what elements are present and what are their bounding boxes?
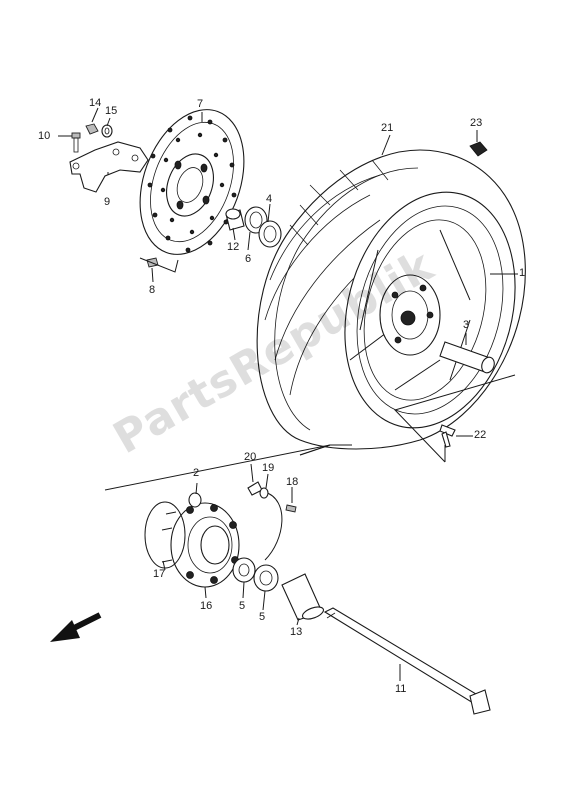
part-label-12: 12 [227, 241, 240, 253]
part-label-23: 23 [470, 117, 483, 129]
bracket-nut [85, 123, 99, 135]
screw [285, 504, 297, 513]
bearing-right-2 [253, 564, 279, 592]
bearing-left [258, 220, 282, 248]
part-label-3: 3 [463, 319, 470, 331]
part-label-17: 17 [153, 568, 166, 580]
part-label-14: 14 [89, 97, 102, 109]
part-label-2: 2 [193, 467, 200, 479]
part-label-18: 18 [286, 476, 299, 488]
part-label-13: 13 [290, 626, 303, 638]
part-label-20: 20 [244, 451, 257, 463]
part-label-6: 6 [245, 253, 252, 265]
front-arrow-icon [50, 612, 102, 642]
leader-lines [58, 107, 518, 681]
part-label-5a: 5 [239, 600, 246, 612]
part-label-22: 22 [474, 429, 487, 441]
axle-spacer [281, 573, 325, 621]
part-label-7: 7 [197, 98, 204, 110]
bracket-washer [101, 124, 113, 138]
part-label-10: 10 [38, 130, 51, 142]
part-label-4: 4 [266, 193, 273, 205]
collar [225, 208, 245, 231]
bearing-right-1 [232, 557, 256, 583]
hub-bearing [188, 492, 202, 508]
part-label-5b: 5 [259, 611, 266, 623]
part-label-9: 9 [104, 196, 111, 208]
part-label-19: 19 [262, 462, 275, 474]
part-label-11: 11 [395, 683, 407, 695]
brake-disc [139, 109, 245, 255]
part-label-16: 16 [200, 600, 213, 612]
part-label-8: 8 [149, 284, 156, 296]
caliper-bracket [69, 141, 149, 193]
bracket-bolt [71, 132, 81, 153]
balance-weight [469, 141, 488, 157]
snap-ring [259, 487, 283, 561]
rear-wheel-rim [344, 191, 516, 429]
spacer-tube [439, 341, 495, 374]
part-label-15: 15 [105, 105, 118, 117]
part-label-21: 21 [381, 122, 394, 134]
part-label-1: 1 [519, 267, 526, 279]
tire-valve [439, 424, 456, 448]
sprocket-hub [161, 502, 240, 588]
rear-axle [323, 607, 491, 715]
